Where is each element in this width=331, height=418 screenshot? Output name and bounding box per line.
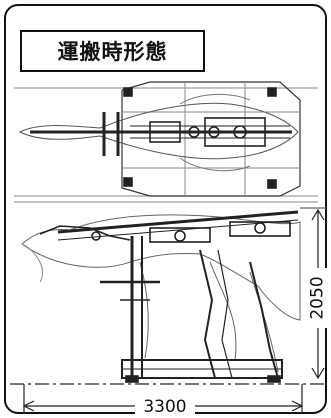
length-dimension: 3300: [135, 396, 195, 418]
top-view: [14, 81, 318, 197]
height-dimension: 2050: [305, 268, 331, 328]
title-box: 運搬時形態: [20, 30, 205, 72]
diagram-frame: [4, 4, 327, 414]
page-title: 運搬時形態: [57, 40, 168, 64]
height-dimension-label: 2050: [308, 276, 329, 320]
top-view-mechanism: [30, 87, 292, 189]
side-view-mechanism: [39, 210, 299, 383]
length-dimension-label: 3300: [143, 397, 187, 417]
